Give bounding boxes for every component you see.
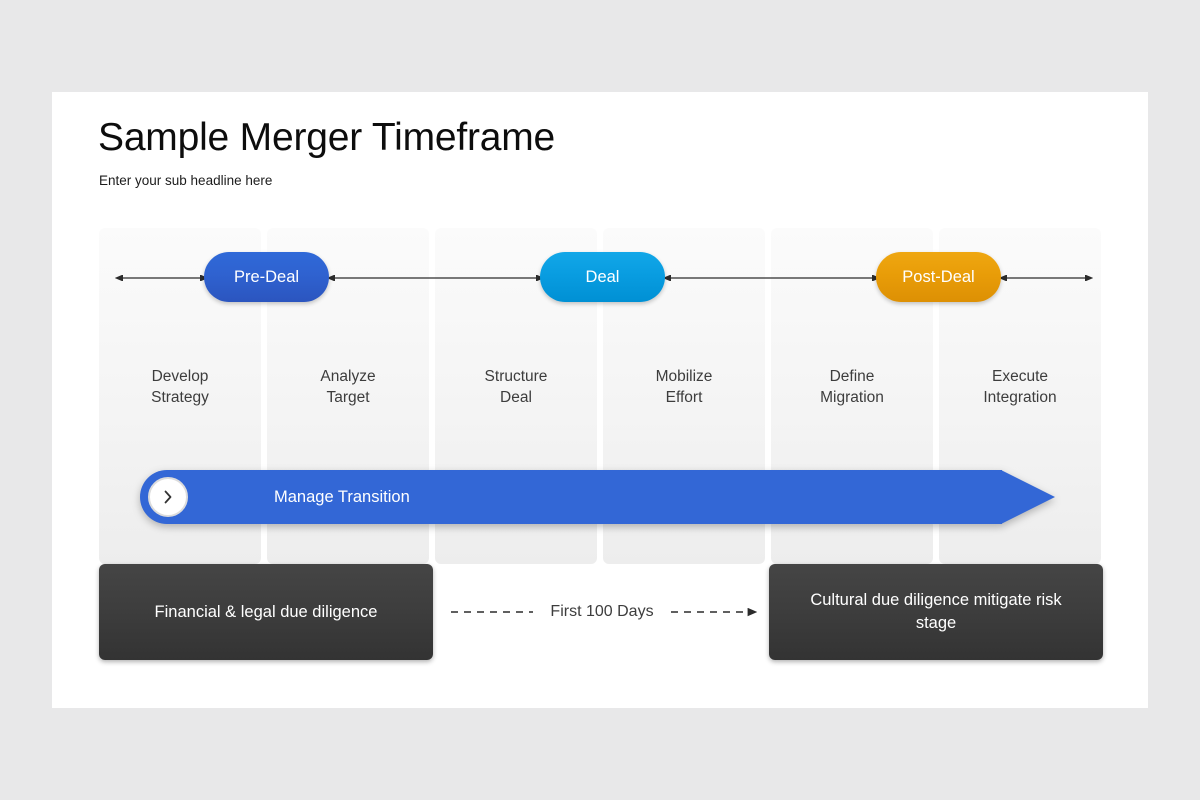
banner-label: Manage Transition — [274, 487, 410, 506]
stage-label-3: Structure Deal — [435, 366, 597, 408]
phase-arrows — [52, 275, 1148, 281]
stage-label-1-line2: Strategy — [151, 389, 209, 406]
phase-pill-deal[interactable]: Deal — [540, 252, 665, 302]
stage-label-2-line2: Target — [326, 389, 370, 406]
stage-label-3-line2: Deal — [500, 389, 532, 406]
slide-card: Sample Merger Timeframe Enter your sub h… — [52, 92, 1148, 708]
stage-label-6-line1: Execute — [991, 368, 1048, 385]
first-100-days-connector: First 100 Days — [447, 597, 757, 627]
stage-label-6-line2: Integration — [983, 389, 1057, 406]
stage-label-4-line2: Effort — [665, 389, 703, 406]
note-box-left-label: Financial & legal due diligence — [154, 602, 378, 621]
stage-label-6: Execute Integration — [939, 366, 1101, 408]
stage-label-4: Mobilize Effort — [603, 366, 765, 408]
stage-label-4-line1: Mobilize — [655, 368, 713, 385]
note-box-left[interactable]: Financial & legal due diligence — [99, 564, 433, 660]
stage-label-5: Define Migration — [771, 366, 933, 408]
page-subtitle: Enter your sub headline here — [99, 173, 273, 188]
stage-label-2-line1: Analyze — [320, 368, 376, 385]
banner-arrowhead — [1001, 470, 1055, 524]
manage-transition-banner[interactable]: Manage Transition — [140, 470, 1055, 524]
phase-pill-deal-label: Deal — [585, 267, 620, 286]
stage-label-1: Develop Strategy — [99, 366, 261, 408]
note-box-right-label: Cultural due diligence mitigate risk sta… — [810, 591, 1062, 632]
stage-label-3-line1: Structure — [484, 368, 548, 385]
stage-label-5-line2: Migration — [820, 389, 884, 406]
phase-pill-pre-deal[interactable]: Pre-Deal — [204, 252, 329, 302]
chevron-right-icon — [148, 477, 188, 517]
phase-pill-pre-deal-label: Pre-Deal — [233, 267, 300, 286]
banner-body — [140, 470, 1002, 524]
stage-label-2: Analyze Target — [267, 366, 429, 408]
connector-label: First 100 Days — [550, 603, 654, 620]
stage-label-1-line1: Develop — [151, 368, 209, 385]
page-title: Sample Merger Timeframe — [98, 116, 556, 159]
note-box-right[interactable]: Cultural due diligence mitigate risk sta… — [769, 564, 1103, 660]
stage-label-5-line1: Define — [829, 368, 875, 385]
phase-pill-post-deal-label: Post-Deal — [902, 267, 975, 286]
phase-pill-post-deal[interactable]: Post-Deal — [876, 252, 1001, 302]
